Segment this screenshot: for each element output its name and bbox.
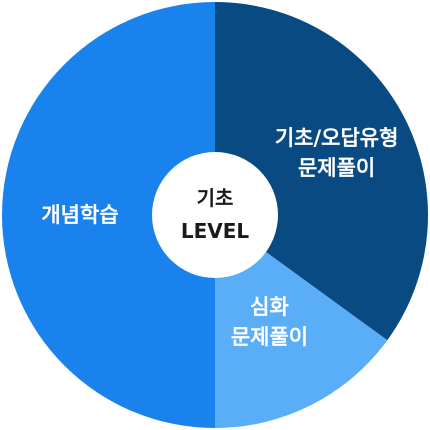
pie-slice-0-label-line-0: 기초/오답유형 — [275, 126, 399, 150]
center-label-line1: 기초 — [197, 186, 234, 210]
center-label-line2: LEVEL — [181, 219, 250, 243]
pie-slice-2 — [2, 2, 215, 428]
pie-slice-1-label-line-0: 심화 — [250, 295, 289, 319]
pie-slice-1-label-line-1: 문제풀이 — [231, 325, 308, 349]
pie-slice-0-label-line-1: 문제풀이 — [298, 156, 375, 180]
pie-slice-1 — [215, 215, 388, 428]
center-circle — [152, 152, 278, 278]
pie-slice-0 — [215, 2, 429, 341]
pie-slice-2-label-line-0: 개념학습 — [41, 203, 118, 227]
